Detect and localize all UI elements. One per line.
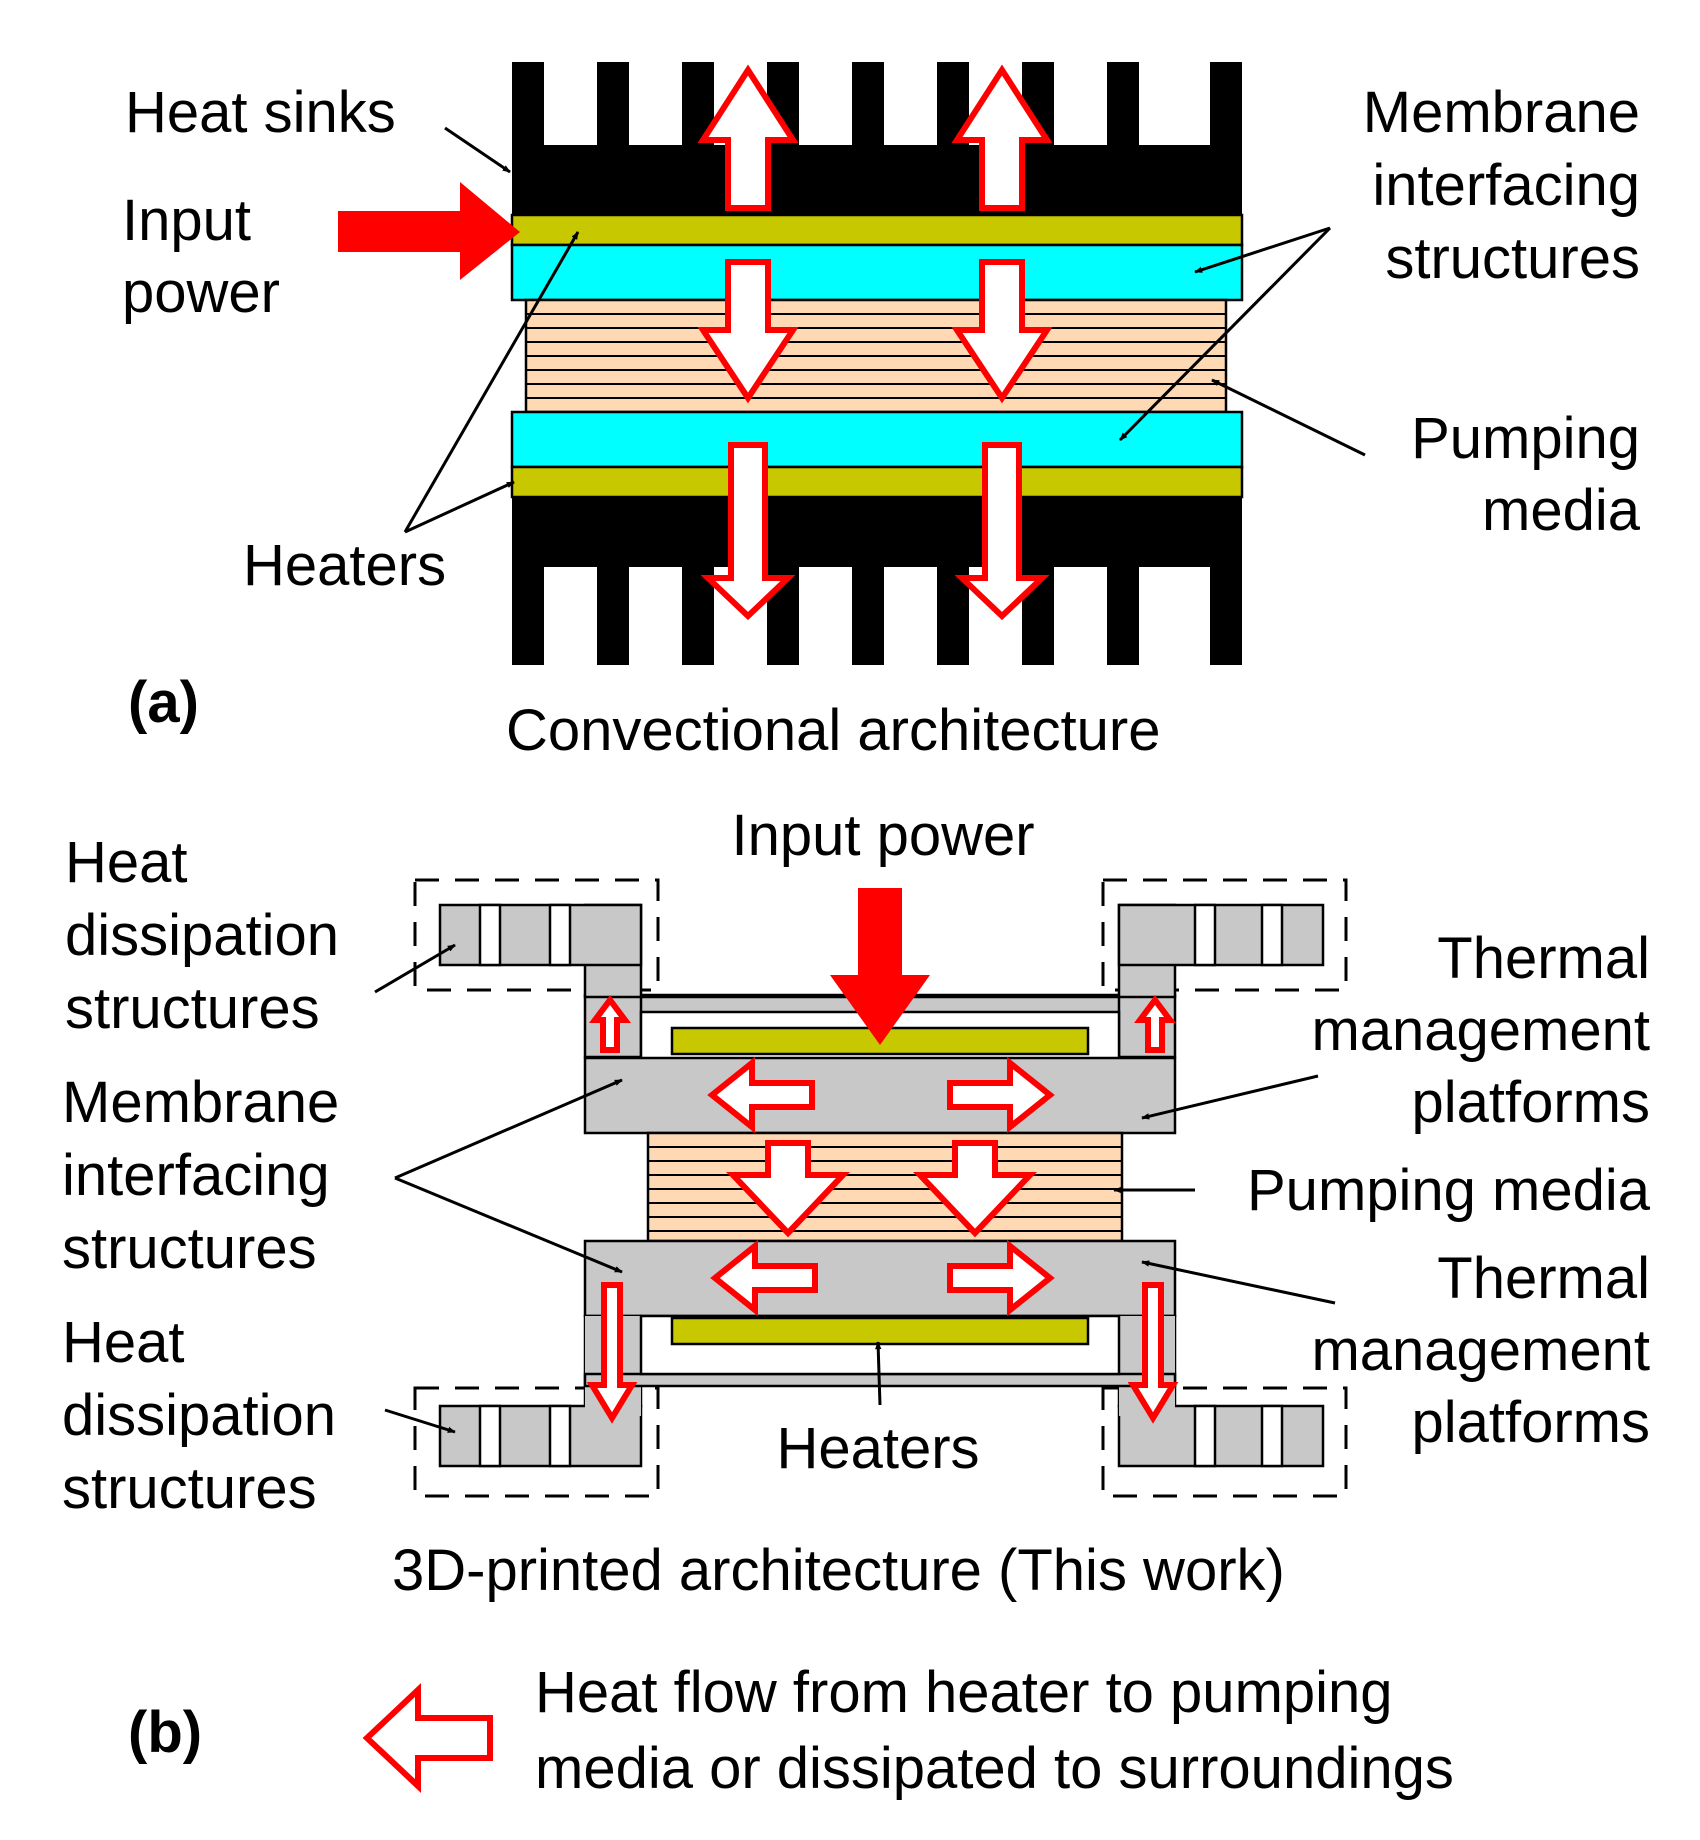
pumping-media-stack-b	[646, 1131, 1124, 1243]
panel-b-caption: 3D-printed architecture (This work)	[392, 1538, 1285, 1603]
input-power-arrow-b	[830, 888, 930, 1045]
top-membrane-structure	[510, 243, 1244, 302]
top-heat-sink	[512, 62, 1242, 215]
heat-flow-arrow	[589, 995, 631, 1053]
label-heaters-b: Heaters	[776, 1416, 979, 1481]
heat-flow-arrow	[913, 1140, 1037, 1238]
legend-text-line1: Heat flow from heater to pumping	[535, 1660, 1393, 1725]
top-heater	[510, 213, 1244, 247]
label-membrane-b-line3: structures	[62, 1216, 317, 1281]
label-pumping-media-b: Pumping media	[1247, 1158, 1651, 1223]
bottom-membrane-structure	[510, 410, 1244, 469]
heat-flow-arrow	[726, 1140, 850, 1238]
label-membrane-b-line2: interfacing	[62, 1143, 330, 1208]
heat-flow-arrow	[951, 64, 1053, 211]
label-heat-dissipation-bottom-line2: dissipation	[62, 1383, 336, 1448]
label-thermal-bottom-line3: platforms	[1411, 1390, 1650, 1455]
label-membrane-line3: structures	[1385, 226, 1640, 291]
label-thermal-bottom-line1: Thermal	[1437, 1246, 1650, 1311]
label-pumping-line1: Pumping	[1411, 406, 1640, 471]
heat-flow-arrow	[954, 442, 1050, 621]
heat-dissipation-region-top-right	[1101, 878, 1348, 992]
label-pumping-line2: media	[1482, 478, 1641, 543]
heat-flow-arrow	[700, 442, 796, 621]
label-thermal-top-line3: platforms	[1411, 1070, 1650, 1135]
label-heat-dissipation-top-line3: structures	[65, 976, 320, 1041]
label-thermal-top-line2: management	[1311, 998, 1650, 1063]
legend-heat-flow-arrow-icon	[362, 1683, 493, 1793]
label-heat-dissipation-top-line2: dissipation	[65, 903, 339, 968]
panel-a: Heat sinks Input power Heaters Membrane …	[122, 62, 1641, 763]
heat-dissipation-region-bottom-left	[413, 1386, 660, 1498]
heat-flow-arrow	[947, 1056, 1055, 1134]
label-input-power-line1: Input	[122, 188, 251, 253]
heat-flow-arrow	[710, 1239, 818, 1317]
heat-flow-arrow	[697, 259, 799, 404]
heat-flow-arrow	[951, 259, 1053, 404]
panel-a-tag: (a)	[128, 670, 199, 735]
heat-flow-arrow	[586, 1282, 638, 1424]
panel-b: Input power Heat dissipation structures …	[62, 803, 1651, 1765]
label-heat-sinks: Heat sinks	[125, 80, 396, 145]
bottom-heater	[670, 1316, 1090, 1346]
label-heat-dissipation-bottom-line1: Heat	[62, 1310, 185, 1375]
label-heaters: Heaters	[243, 533, 446, 598]
panel-b-tag: (b)	[128, 1700, 202, 1765]
bottom-heat-sink	[512, 497, 1242, 665]
label-membrane-line2: interfacing	[1372, 153, 1640, 218]
label-heat-dissipation-top-line1: Heat	[65, 830, 188, 895]
heat-dissipation-region-top-left	[413, 878, 660, 992]
heat-flow-arrow	[947, 1239, 1055, 1317]
panel-a-caption: Convectional architecture	[506, 698, 1160, 763]
heat-dissipation-region-bottom-right	[1101, 1386, 1348, 1498]
heat-flow-arrow	[697, 64, 799, 211]
label-thermal-bottom-line2: management	[1311, 1318, 1650, 1383]
heat-flow-arrow	[1127, 1282, 1179, 1424]
heat-flow-arrow	[1134, 995, 1176, 1053]
bottom-heater	[510, 465, 1244, 499]
input-power-arrow	[338, 182, 520, 280]
label-membrane-b-line1: Membrane	[62, 1070, 339, 1135]
label-input-power-line2: power	[122, 260, 280, 325]
legend: Heat flow from heater to pumping media o…	[362, 1660, 1454, 1801]
label-input-power-b: Input power	[731, 803, 1034, 868]
label-heat-dissipation-bottom-line3: structures	[62, 1456, 317, 1521]
heat-flow-arrow	[707, 1056, 815, 1134]
label-thermal-top-line1: Thermal	[1437, 926, 1650, 991]
label-membrane-line1: Membrane	[1363, 80, 1640, 145]
pumping-media-stack	[524, 298, 1228, 414]
legend-text-line2: media or dissipated to surroundings	[535, 1736, 1454, 1801]
